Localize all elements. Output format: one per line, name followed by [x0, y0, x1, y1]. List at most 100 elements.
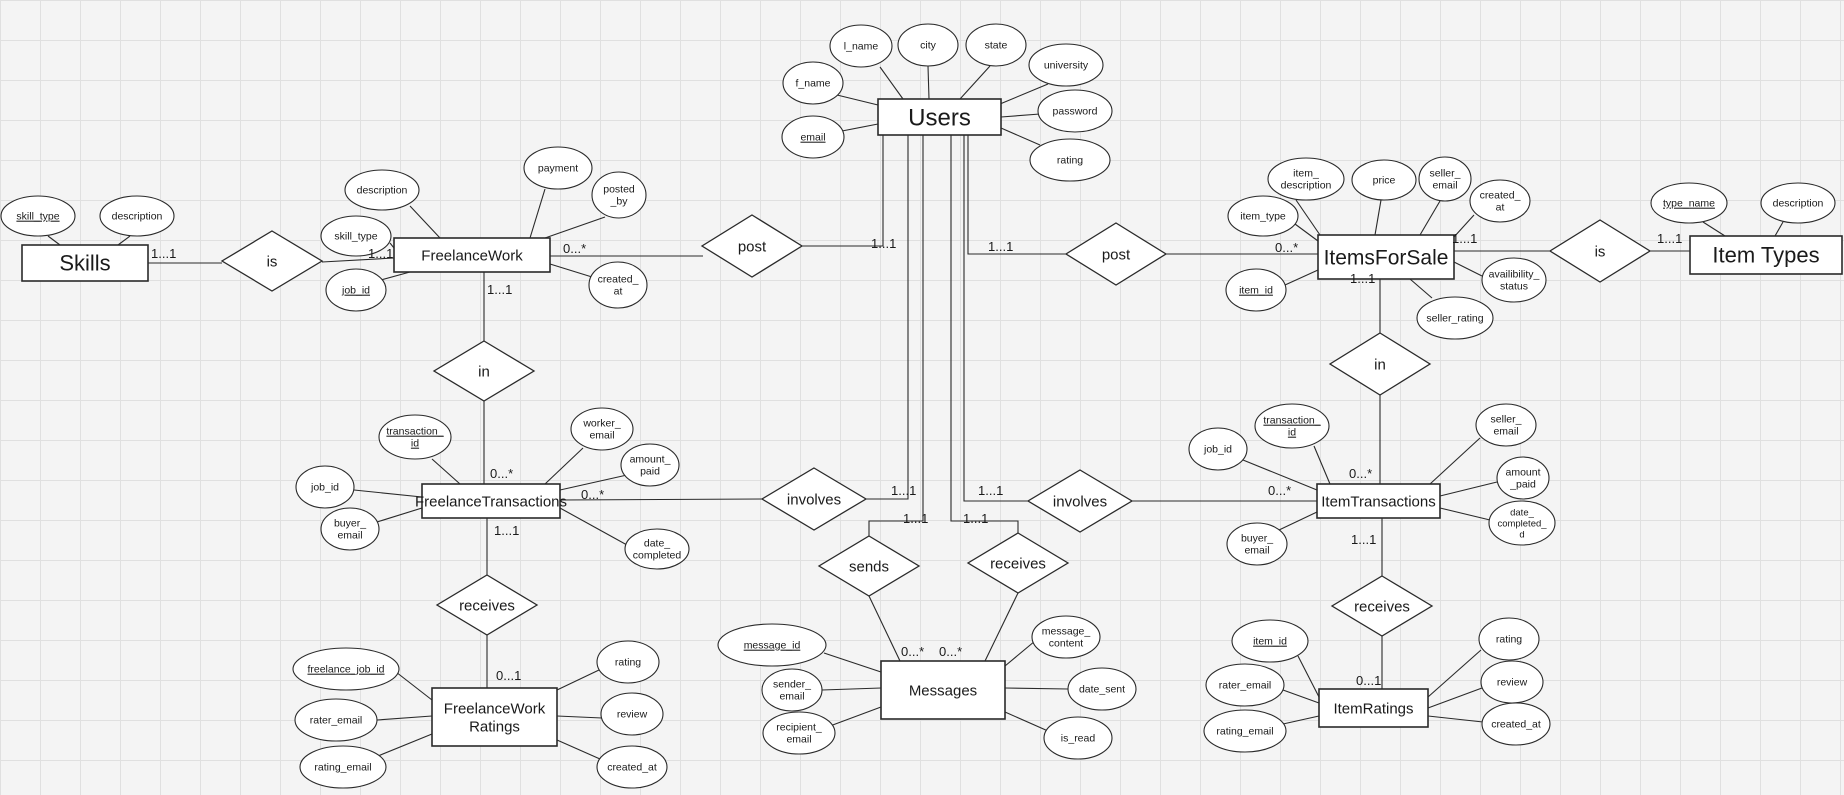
relationship-involves-freelance: involves	[760, 467, 868, 531]
connector-line	[1004, 640, 1036, 667]
attribute-fwr-rater-email: rater_email	[294, 698, 378, 742]
label-line: amount_	[630, 454, 671, 466]
label-line: review	[1497, 677, 1528, 689]
connector-line	[829, 706, 882, 727]
attribute-itx-job-id: job_id	[1188, 427, 1248, 471]
entity-box	[431, 687, 558, 747]
connector-line	[1313, 445, 1331, 485]
label-line: d	[1519, 529, 1524, 540]
attribute-ellipse	[717, 623, 827, 667]
connector-line	[376, 507, 423, 523]
connector-line	[1429, 437, 1481, 485]
relationship-diamond	[1026, 469, 1134, 533]
label-line: FreelanceWork	[421, 247, 523, 264]
cardinality-card-ft-in: 0...*	[490, 466, 513, 481]
label-line: password	[1053, 106, 1098, 118]
attribute-ellipse	[1496, 456, 1550, 500]
cardinality-card-ifs-post: 0...*	[1275, 240, 1298, 255]
connector-line	[1004, 711, 1049, 732]
relationship-receives-messages: receives	[966, 532, 1070, 594]
label-line: Skills	[59, 251, 110, 276]
cardinality-card-users-involves-itx: 1...1	[978, 483, 1003, 498]
attribute-msg-message-content: message_content	[1031, 615, 1101, 659]
label-line: job_id	[341, 285, 370, 297]
label-line: email	[800, 132, 825, 144]
attribute-ifs-item-type: item_type	[1227, 195, 1299, 237]
attribute-ifs-item-description: item_description	[1267, 157, 1345, 201]
relationship-in-items: in	[1328, 332, 1432, 396]
relationship-in-freelance: in	[432, 340, 536, 402]
attribute-ellipse	[294, 698, 378, 742]
label-line: FreelanceWork	[444, 700, 546, 717]
connector-line	[321, 257, 395, 263]
attribute-ellipse	[1043, 716, 1113, 760]
attribute-users-rating: rating	[1029, 138, 1111, 182]
label-line: item_type	[1240, 211, 1286, 223]
entity-box	[1689, 235, 1843, 275]
attribute-ellipse	[762, 711, 836, 755]
label-line: rating_email	[1216, 726, 1273, 738]
attribute-ellipse	[1488, 500, 1556, 546]
label-line: Item Types	[1712, 243, 1819, 268]
cardinality-card-ir-receives: 0...1	[1356, 673, 1381, 688]
connector-line	[544, 447, 584, 485]
attribute-fwr-rating: rating	[596, 640, 660, 684]
attribute-fwr-rating-email: rating_email	[299, 745, 387, 789]
attribute-ellipse	[596, 640, 660, 684]
label-line: seller_rating	[1426, 313, 1483, 325]
cardinality-card-fw-post: 0...*	[563, 241, 586, 256]
connector-line	[559, 474, 628, 491]
cardinality-card-ifs-in: 1...1	[1350, 271, 1375, 286]
label-line: created_at	[1491, 719, 1541, 731]
attribute-fw-posted-by: posted_by	[591, 171, 647, 219]
attribute-ft-transaction-id: transaction_id	[378, 414, 452, 460]
label-line: message_	[1042, 626, 1091, 638]
cardinality-card-fw-is: 1...1	[368, 246, 393, 261]
relationship-label: receives	[990, 556, 1046, 573]
connector-line	[950, 135, 1019, 533]
label-line: rater_email	[310, 715, 363, 727]
attribute-fw-description: description	[344, 169, 420, 211]
cardinality-card-it-is: 1...1	[1657, 231, 1682, 246]
attribute-itx-buyer-email: buyer_email	[1226, 522, 1288, 566]
attribute-msg-is-read: is_read	[1043, 716, 1113, 760]
attribute-users-password: password	[1037, 89, 1113, 133]
connector-line	[395, 671, 433, 701]
attribute-it-description: description	[1760, 182, 1836, 224]
connector-line	[984, 592, 1019, 662]
connector-line	[1282, 689, 1320, 704]
label-line: review	[617, 709, 648, 721]
relationship-diamond	[220, 230, 324, 292]
attribute-ellipse	[378, 414, 452, 460]
label-line: created_at	[607, 762, 657, 774]
attribute-ellipse	[1650, 182, 1728, 224]
relationship-label: is	[267, 254, 278, 271]
attribute-ellipse	[596, 745, 668, 789]
label-line: transaction_	[1263, 415, 1320, 427]
entity-item-types: Item Types	[1689, 235, 1843, 275]
entity-box	[421, 483, 561, 519]
attribute-fw-payment: payment	[523, 146, 593, 190]
connector-line	[868, 595, 901, 662]
attribute-ellipse	[320, 215, 392, 257]
label-line: Ratings	[469, 718, 520, 735]
label-line: posted	[603, 184, 635, 196]
connector-line	[868, 135, 924, 536]
label-line: transaction_	[386, 426, 443, 438]
connector-line	[802, 135, 884, 247]
relationship-label: receives	[1354, 599, 1410, 616]
label-line: ItemTransactions	[1321, 493, 1436, 510]
label-line: amount	[1505, 467, 1540, 479]
relationship-diamond	[1330, 575, 1434, 637]
label-line: rating	[615, 657, 641, 669]
connector-line	[529, 188, 546, 239]
attribute-ellipse	[781, 115, 845, 159]
attribute-ellipse	[782, 61, 844, 105]
label-line: is_read	[1061, 733, 1096, 745]
attribute-itx-transaction-id: transaction_id	[1254, 403, 1330, 449]
attribute-itx-date-completed: date_completed_d	[1488, 500, 1556, 546]
label-line: availibility_	[1489, 269, 1540, 281]
label-line: city	[920, 40, 937, 52]
connector-line	[559, 507, 628, 546]
